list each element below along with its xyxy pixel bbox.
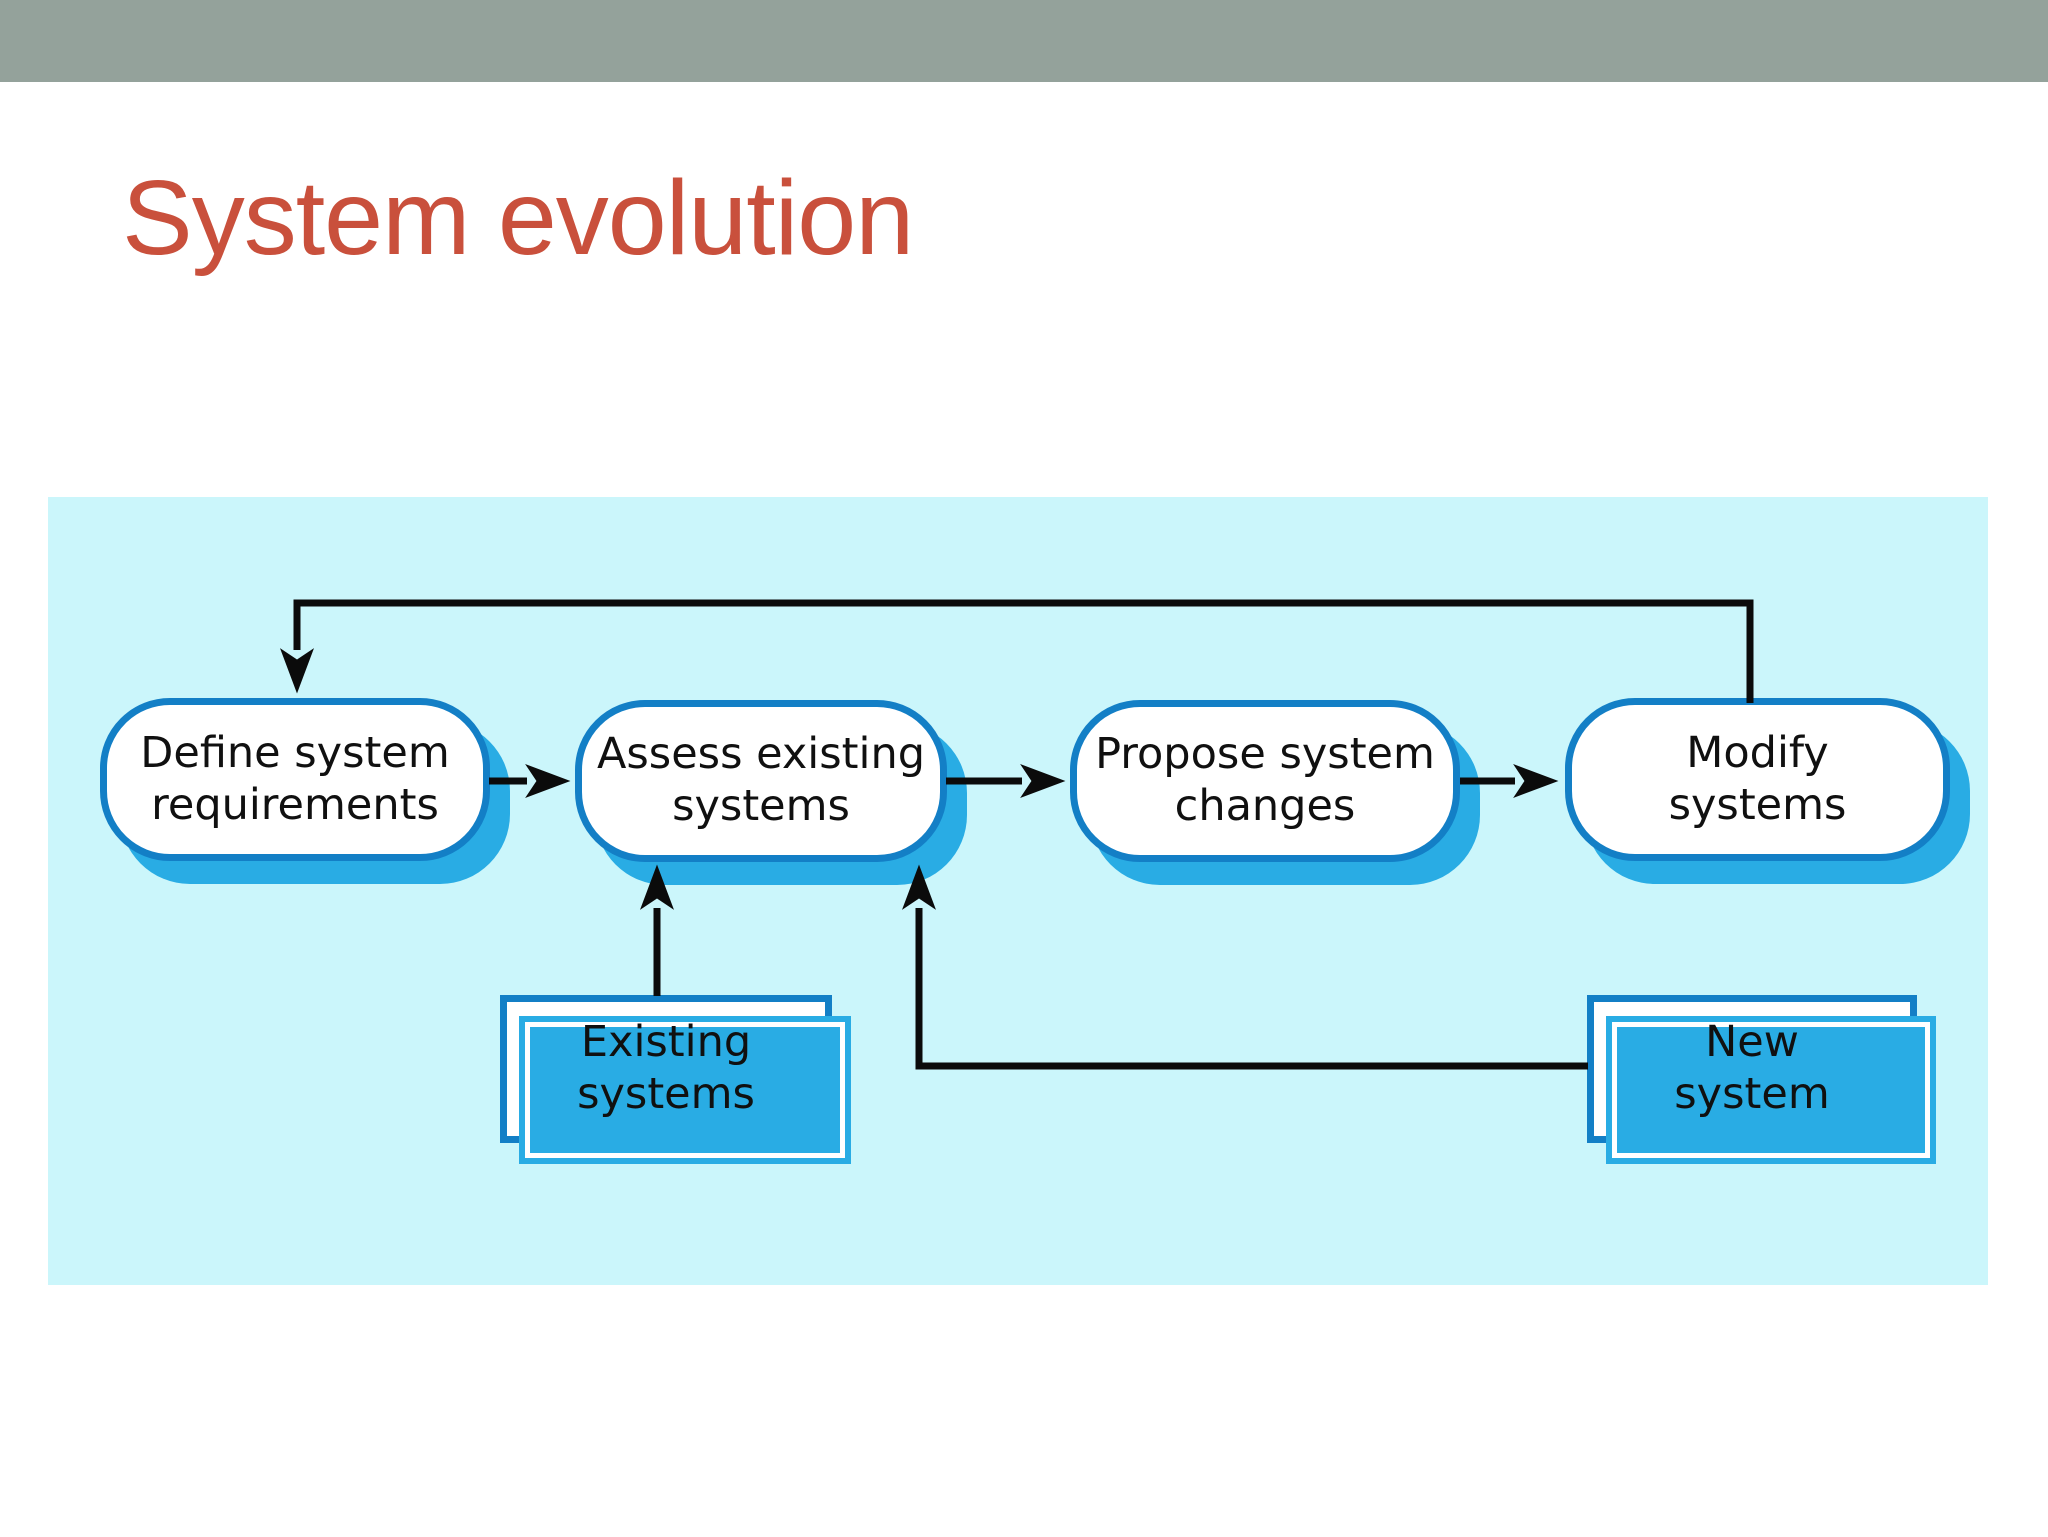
process-node-label: Define system requirements (140, 727, 450, 830)
artifact-box-existing-systems: Existing systems (500, 995, 851, 1164)
process-node-label: Assess existing systems (596, 729, 925, 831)
process-node-modify-systems: Modify systems (1565, 698, 1950, 861)
process-node-label: Propose system changes (1095, 729, 1435, 831)
artifact-box-label: Existing systems (577, 1017, 755, 1119)
artifact-box-new-system: New system (1587, 995, 1936, 1164)
process-node-define-system-requirements: Define system requirements (100, 698, 490, 861)
slide-title: System evolution (122, 159, 914, 277)
header-bar (0, 0, 2048, 82)
diagram-panel: Define system requirements Assess existi… (48, 497, 1988, 1285)
process-node-assess-existing-systems: Assess existing systems (575, 700, 947, 862)
artifact-box-label: New system (1674, 1017, 1830, 1119)
process-node-label: Modify systems (1668, 727, 1847, 830)
process-node-propose-system-changes: Propose system changes (1070, 700, 1460, 862)
